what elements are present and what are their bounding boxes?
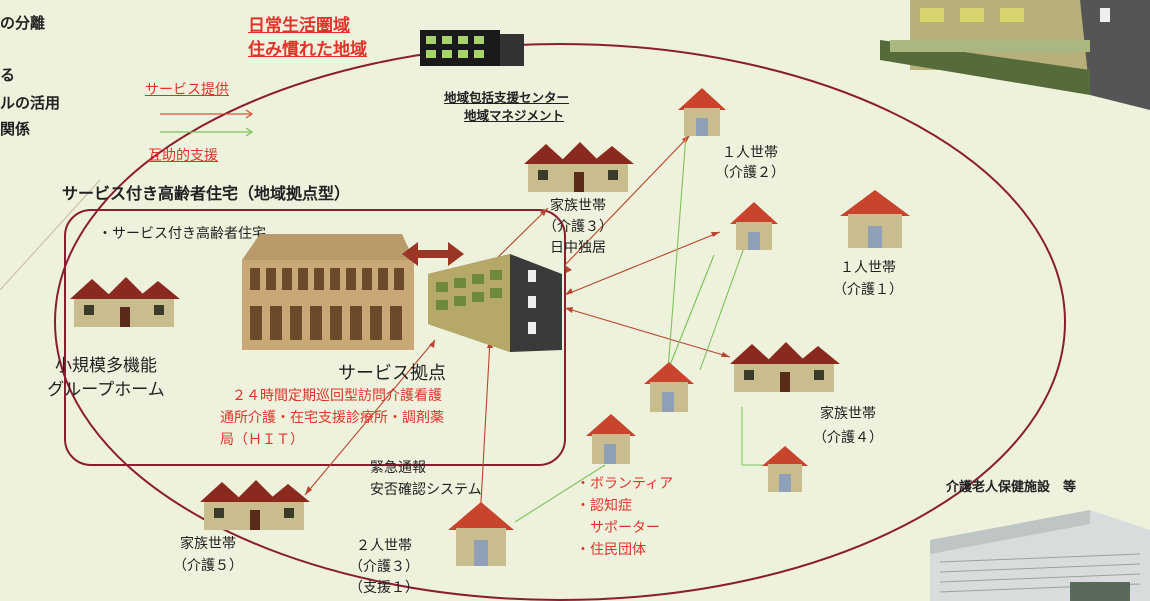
edge-line [0,179,101,291]
single-care1-line2: （介護１） [833,282,903,298]
link-family3 [489,207,549,266]
housing-title: サービス付き高齢者住宅（地域拠点型） [62,184,351,203]
service-hub-buildings-icon [242,234,562,352]
hub-service-1: ２４時間定期巡回型訪問介護看護 [232,388,442,404]
volunteer-line1: ・ボランティア [576,476,674,492]
nursing-facility-building-icon [930,510,1150,601]
center-title-line2: 地域マネジメント [464,108,565,123]
single-house-icon-lower [762,446,808,492]
family-house-icon-facility [70,277,180,327]
housing-subtitle: ・サービス付き高齢者住宅 [98,226,266,242]
fragment-2: る [0,66,16,84]
two-person-line3: （支援１） [349,580,419,596]
family-care4-line2: （介護４） [813,430,883,446]
family-care3-line3: 日中独居 [550,240,606,256]
single-care2-line1: １人世帯 [722,145,778,161]
family-house-icon-care5 [200,480,310,530]
single-house-icon-volunteer [586,414,636,464]
legend-mutual-label: 互助的支援 [148,148,218,164]
link-family4 [564,307,731,358]
small-facility-line2: グループホーム [47,380,165,400]
family-house-icon-care3 [524,142,634,192]
link-single2 [564,134,691,266]
single-house-icon-mid [730,202,778,250]
volunteer-line3: サポーター [576,520,660,536]
area-title-line1: 日常生活圏域 [248,16,350,36]
center-title-line1: 地域包括支援センター [444,90,570,105]
link-family5 [304,339,436,496]
family-care3-line2: （介護３） [543,219,613,235]
area-title-line2: 住み慣れた地域 [248,40,367,60]
hub-service-3: 局（ＨＩＴ） [220,432,304,448]
family-care5-line1: 家族世帯 [180,536,236,552]
single-house-icon-two-person [448,502,514,566]
emergency-line2: 安否確認システム [370,482,482,498]
legend-service-label: サービス提供 [145,82,229,98]
small-facility-line1: 小規模多機能 [55,356,157,376]
hub-title: サービス拠点 [338,363,446,384]
two-person-line1: ２人世帯 [356,538,412,554]
small-building-icon [420,30,524,66]
mutual-link-3 [699,244,746,371]
single-care1-line1: １人世帯 [840,260,896,276]
nursing-facility-label: 介護老人保健施設 等 [946,480,1077,495]
single-house-icon-center [644,362,694,412]
hub-service-2: 通所介護・在宅支援診療所・調剤薬 [220,410,444,426]
mutual-link-4 [514,464,606,523]
volunteer-line2: ・認知症 [576,498,632,514]
family-house-icon-care4 [730,342,840,392]
link-two-person [479,339,491,521]
family-care3-line1: 家族世帯 [550,198,606,214]
single-house-icon-care1 [840,190,910,248]
volunteer-line4: ・住民団体 [576,542,646,558]
area-ellipse [54,43,1066,601]
mutual-link-2 [667,254,715,371]
family-care5-line2: （介護５） [173,558,243,574]
single-house-icon-care2 [678,88,726,136]
link-double-arrow [402,242,464,266]
housing-box [64,209,566,466]
fragment-1: の分離 [0,14,46,32]
emergency-line1: 緊急通報 [370,460,426,476]
link-mid-house [564,231,721,296]
two-person-line2: （介護３） [349,559,419,575]
fragment-4: 関係 [0,120,31,138]
apartment-building-icon [880,0,1150,110]
single-care2-line2: （介護２） [715,165,785,181]
mutual-link-1 [667,134,687,371]
fragment-3: ルの活用 [0,94,61,112]
family-care4-line1: 家族世帯 [820,406,876,422]
